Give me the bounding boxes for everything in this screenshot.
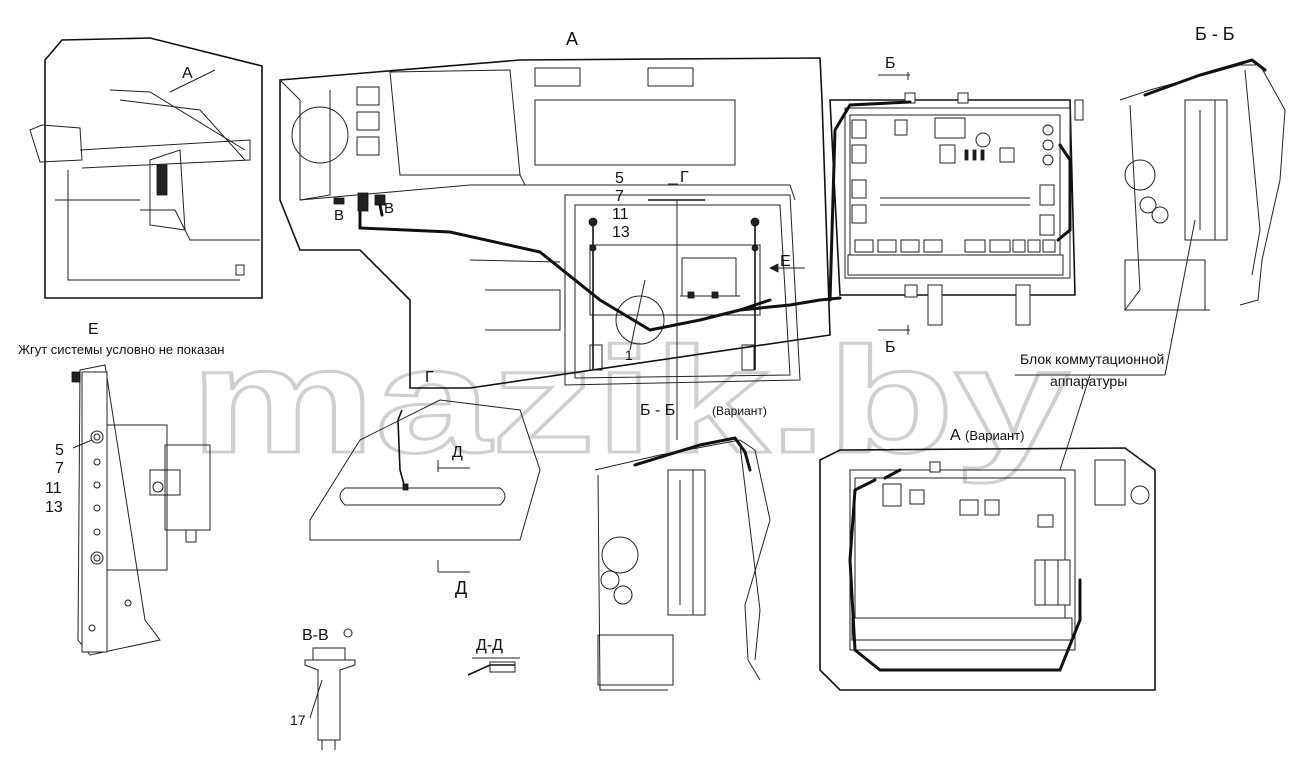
label-g-top: Г xyxy=(680,169,689,186)
label-e-arrow: Е xyxy=(780,253,791,270)
label-d-bottom: Д xyxy=(455,578,467,598)
label-vv-view: В-В xyxy=(302,627,329,644)
label-view-a: А xyxy=(566,29,578,49)
label-v-left: В xyxy=(334,207,344,224)
unit-connectors xyxy=(851,117,1056,253)
dashboard-main-view xyxy=(279,57,842,440)
label-e-view: Е xyxy=(88,321,99,338)
label-v-right: В xyxy=(384,200,394,217)
label-view-a-arrow: А xyxy=(182,65,193,82)
label-pos-13: 13 xyxy=(612,224,630,241)
label-pos-1: 1 xyxy=(625,347,633,363)
view-g xyxy=(309,399,541,573)
view-vv xyxy=(304,628,356,750)
label-harness-note: Жгут системы условно не показан xyxy=(18,342,224,357)
label-dd-view: Д-Д xyxy=(476,637,503,654)
label-section-b-top: Б xyxy=(885,55,896,72)
label-block-line1: Блок коммутационной xyxy=(1020,351,1164,367)
label-section-b-bottom: Б xyxy=(885,339,896,356)
section-bb-view xyxy=(1119,58,1286,311)
label-bb-variant-suffix: (Вариант) xyxy=(712,404,767,418)
label-e-pos-5: 5 xyxy=(55,442,64,459)
label-pos-7: 7 xyxy=(615,188,624,205)
label-view-bb: Б - Б xyxy=(1195,24,1235,44)
watermark: mazik.by xyxy=(190,316,1070,484)
section-bb-variant-view xyxy=(594,436,771,691)
label-a-variant-suffix: (Вариант) xyxy=(965,428,1024,443)
label-e-pos-7: 7 xyxy=(55,460,64,477)
switching-unit-view xyxy=(828,72,1084,335)
label-a-variant: А xyxy=(950,427,961,444)
view-e xyxy=(71,364,211,656)
label-d-top: Д xyxy=(452,444,463,461)
view-dd xyxy=(467,657,520,676)
a-variant-view xyxy=(819,447,1156,691)
label-pos-5: 5 xyxy=(615,170,624,187)
label-e-pos-11: 11 xyxy=(45,480,62,497)
label-pos-17: 17 xyxy=(290,712,306,728)
label-e-pos-13: 13 xyxy=(45,499,63,516)
label-bb-variant: Б - Б xyxy=(640,402,675,419)
label-block-line2: аппаратуры xyxy=(1050,373,1127,389)
label-pos-11: 11 xyxy=(612,206,629,223)
cab-side-view: А xyxy=(29,37,263,299)
label-g-mid: Г xyxy=(425,369,434,386)
